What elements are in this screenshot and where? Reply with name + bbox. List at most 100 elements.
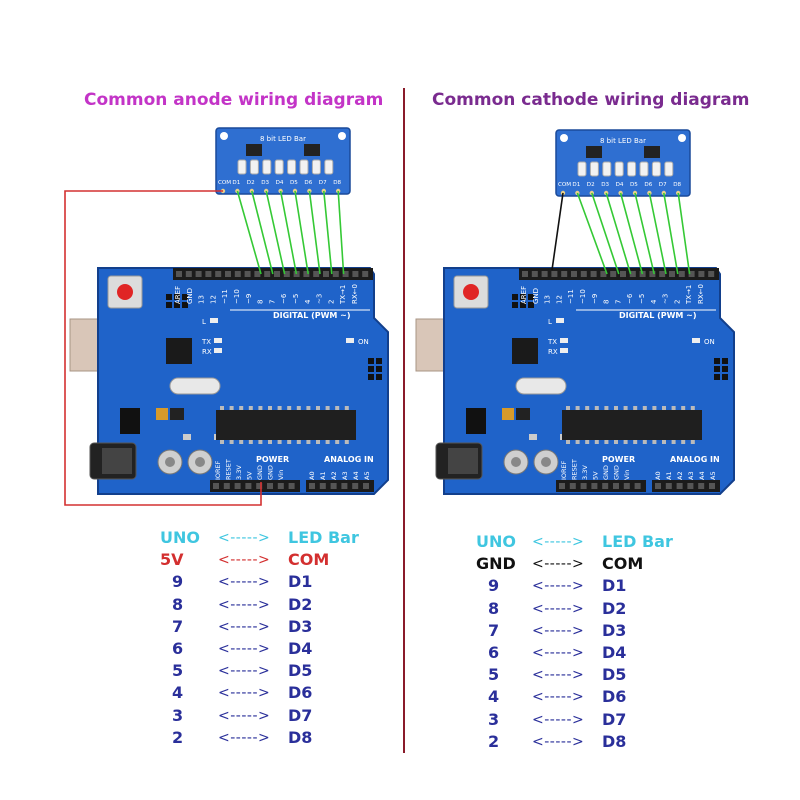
mapping-row: 2<-----> D8 <box>476 732 706 754</box>
led-pin-label: D2 <box>602 598 627 618</box>
led-segment <box>311 159 321 175</box>
mapping-row: 5<-----> D5 <box>476 665 706 687</box>
mapping-row: 5<-----> D5 <box>160 661 390 683</box>
header-socket <box>655 483 661 489</box>
signal-wires <box>551 192 691 275</box>
connection-arrow: <-----> <box>218 641 271 657</box>
digital-pin-label: ~6 <box>626 293 634 304</box>
header-socket <box>522 271 528 277</box>
power-pin-label: IOREF <box>560 460 568 480</box>
header-socket <box>590 271 597 277</box>
chip-leg <box>268 440 272 444</box>
module-pin-label: D3 <box>601 182 609 188</box>
header-socket <box>185 271 192 277</box>
digital-label: DIGITAL (PWM ~) <box>273 311 351 320</box>
led-segment <box>602 161 612 177</box>
led-pin-label: D6 <box>288 683 313 703</box>
com-wire <box>64 190 262 506</box>
header-pin <box>722 374 728 380</box>
chip-leg <box>623 440 628 444</box>
uno-pin-label: 5 <box>172 661 184 681</box>
power-pin-label: RESET <box>225 459 233 480</box>
tx-led <box>560 338 568 343</box>
chip-leg <box>662 440 666 444</box>
digital-pin-label: 4 <box>650 299 658 304</box>
header-socket <box>659 271 666 277</box>
chip-leg <box>671 440 676 444</box>
l-led <box>210 318 218 323</box>
mapping-row: 3<-----> D7 <box>160 706 390 728</box>
digital-pin-label: AREF <box>174 286 182 304</box>
chip-leg <box>325 406 330 410</box>
chip-leg <box>642 406 647 410</box>
digital-pin-label: ~5 <box>292 294 300 304</box>
module-pin-label: COM <box>218 180 231 186</box>
signal-wire <box>605 192 632 275</box>
chip-leg <box>220 406 224 410</box>
digital-pin-label: ~10 <box>233 289 241 304</box>
icsp-header-top <box>512 294 534 308</box>
module-pin-label: D8 <box>333 180 341 186</box>
led-pin-label: D3 <box>288 616 313 636</box>
header-socket <box>223 483 230 489</box>
l-led-label: L <box>548 318 552 326</box>
chip-leg <box>614 440 618 444</box>
power-jack-inner <box>448 448 478 474</box>
analog-pin-label: A2 <box>330 471 338 480</box>
led-pin-label: COM <box>602 554 644 574</box>
uno-pin-label: 7 <box>172 616 184 636</box>
uno-pin-label: 3 <box>488 709 500 729</box>
header-pin <box>166 302 172 308</box>
led-pin-label: D8 <box>288 727 313 747</box>
header-pin <box>528 302 534 308</box>
digital-pin-label: 2 <box>673 300 681 304</box>
power-pin-label: GND <box>256 465 264 480</box>
connection-arrow: <-----> <box>218 685 271 702</box>
uno-pin-label: UNO <box>476 532 516 551</box>
led-pin-label: LED Bar <box>288 528 359 547</box>
module-pin-label: D2 <box>587 182 595 188</box>
connection-arrow: <-----> <box>532 733 585 750</box>
header-socket <box>676 483 683 489</box>
connection-arrow: <-----> <box>532 622 585 639</box>
led-bar-label: 8 bit LED Bar <box>600 137 646 145</box>
chip-leg <box>296 440 301 444</box>
uno-pin-label: 8 <box>172 594 184 614</box>
smd-part <box>170 408 184 420</box>
chip-leg <box>652 440 657 444</box>
led-pin-label: D4 <box>288 639 313 658</box>
header-socket <box>600 271 607 277</box>
digital-pin-label: 8 <box>603 300 611 304</box>
header-socket <box>362 271 369 277</box>
digital-pin-label: 7 <box>614 300 622 304</box>
mapping-row: 2<-----> D8 <box>160 728 390 750</box>
smd-part <box>529 434 537 440</box>
chip-leg <box>681 406 686 410</box>
header-socket <box>580 483 587 489</box>
uno-pin-label: 5V <box>160 550 184 570</box>
module-pin-label: D2 <box>247 180 255 186</box>
resistor-array <box>304 144 320 156</box>
connection-arrow: <-----> <box>532 711 585 728</box>
signal-wire <box>308 190 321 275</box>
header-pin <box>174 302 180 308</box>
digital-pin-label: TX→1 <box>339 285 347 305</box>
power-pin-label: Vin <box>623 470 631 480</box>
chip-leg <box>585 406 590 410</box>
led-pin-label: D1 <box>602 576 627 596</box>
connection-arrow: <-----> <box>218 618 271 635</box>
module-pin-label: D5 <box>630 182 638 188</box>
connection-arrow: <-----> <box>218 530 271 546</box>
rx-led-label: RX <box>202 348 212 356</box>
regulator <box>120 408 140 434</box>
header-pin <box>520 302 526 308</box>
smd-part <box>183 434 191 440</box>
digital-pin-label: ~5 <box>638 294 646 304</box>
on-label: ON <box>358 338 369 346</box>
signal-wire <box>323 190 333 275</box>
mapping-row: 7<-----> D3 <box>476 621 706 643</box>
uno-pin-label: 5 <box>488 665 500 685</box>
uno-pin-label: 8 <box>488 598 500 618</box>
